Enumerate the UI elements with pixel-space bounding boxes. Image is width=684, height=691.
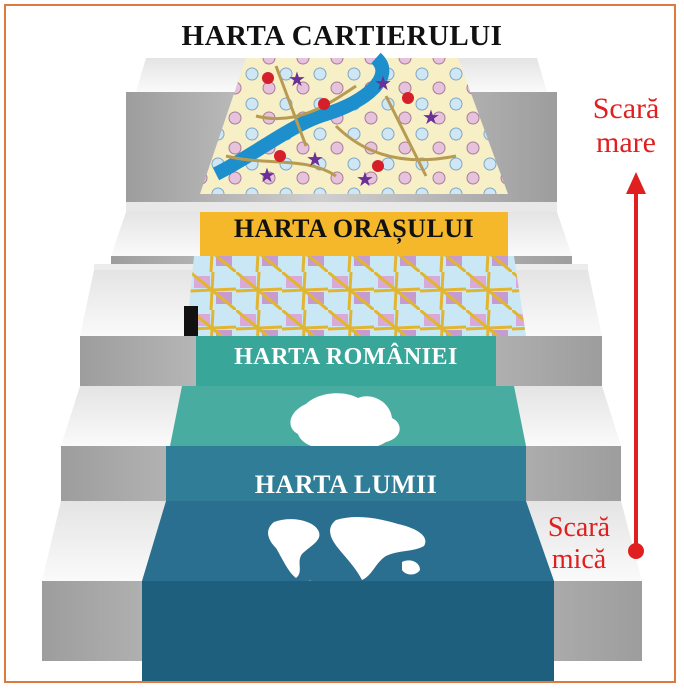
svg-text:★: ★ xyxy=(422,105,440,129)
neighborhood-map-icon xyxy=(200,58,508,194)
scale-arrow-dot xyxy=(628,543,644,559)
romania-silhouette-icon xyxy=(290,393,400,450)
small-scale-line1: Scară xyxy=(547,512,611,543)
diagram-title: HARTA CARTIERULUI xyxy=(181,20,503,52)
romania-map-label: HARTA ROMÂNIEI xyxy=(234,344,458,370)
city-band xyxy=(200,212,508,256)
city-map-edge xyxy=(184,306,198,336)
svg-text:★: ★ xyxy=(258,163,276,187)
svg-text:★: ★ xyxy=(288,67,306,91)
svg-text:★: ★ xyxy=(356,167,374,191)
romania-band xyxy=(196,336,496,386)
large-scale-label: Scară mare xyxy=(578,92,674,160)
svg-text:★: ★ xyxy=(306,147,324,171)
small-scale-label: Scară mică xyxy=(534,512,624,576)
large-scale-line2: mare xyxy=(596,126,656,159)
stars-shape: ★ ★ ★ ★ ★ ★ xyxy=(258,67,440,191)
streets-shape xyxy=(225,65,457,178)
world-map-label: HARTA LUMII xyxy=(254,470,438,499)
world-band xyxy=(166,446,526,501)
large-scale-line1: Scară xyxy=(592,92,660,125)
world-riser xyxy=(142,581,554,681)
red-dots-shape xyxy=(262,72,414,172)
small-scale-line2: mică xyxy=(551,544,607,575)
step-1-edge xyxy=(126,202,557,212)
stairs-diagram: ★ ★ ★ ★ ★ ★ xyxy=(42,52,646,681)
city-map-icon xyxy=(186,256,526,336)
diagram-frame: ★ ★ ★ ★ ★ ★ xyxy=(4,4,676,683)
scale-arrow-head xyxy=(626,172,646,194)
river-shape xyxy=(212,52,390,181)
city-map-label: HARTA ORAȘULUI xyxy=(233,214,475,243)
svg-text:★: ★ xyxy=(374,71,392,95)
